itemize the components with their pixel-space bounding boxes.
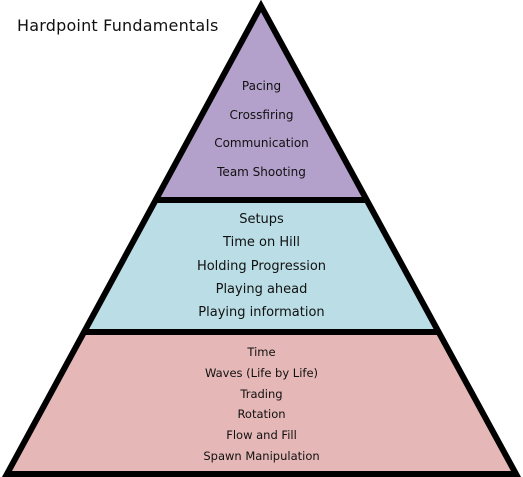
tier-item: Playing information <box>198 305 325 321</box>
tier-item: Spawn Manipulation <box>203 448 320 463</box>
pyramid-tier-bottom <box>7 332 516 474</box>
tier-item: Trading <box>240 386 283 401</box>
pyramid-tier-middle <box>85 200 437 332</box>
tier-item: Waves (Life by Life) <box>204 365 319 380</box>
tier-item: Crossfiring <box>229 107 294 122</box>
tier-item: Team Shooting <box>217 165 306 180</box>
tier-item: Time <box>247 345 276 359</box>
tier-item: Holding Progression <box>196 258 327 274</box>
pyramid-tier-top <box>156 6 366 200</box>
tier-item: Pacing <box>241 79 282 93</box>
tier-top-items: Pacing Crossfiring Communication Team Sh… <box>0 77 523 192</box>
tier-middle-items: Setups Time on Hill Holding Progression … <box>0 211 523 327</box>
tier-bottom-items: Time Waves (Life by Life) Trading Rotati… <box>0 344 523 469</box>
tier-item: Communication <box>214 136 309 151</box>
tier-item: Rotation <box>237 407 286 422</box>
tier-item: Setups <box>239 212 284 227</box>
tier-item: Flow and Fill <box>226 428 297 443</box>
tier-item: Playing ahead <box>215 281 308 297</box>
tier-item: Time on Hill <box>223 235 300 251</box>
diagram-title: Hardpoint Fundamentals <box>17 16 219 35</box>
